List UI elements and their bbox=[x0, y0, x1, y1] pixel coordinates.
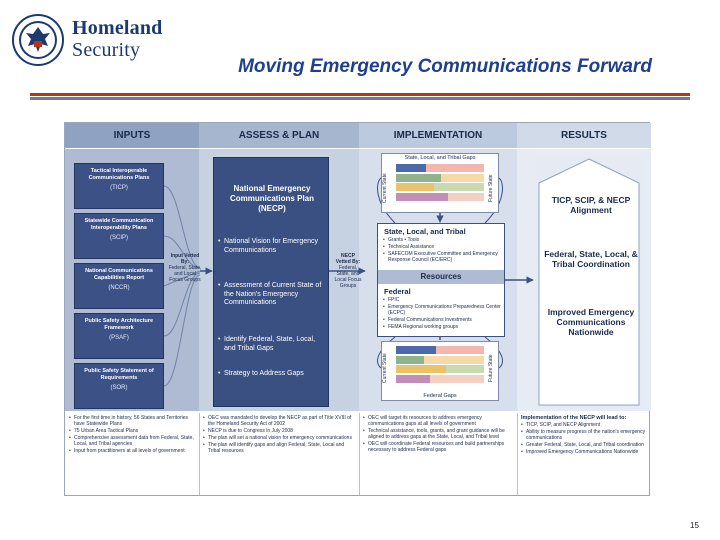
note-item: Greater Federal, State, Local, and Triba… bbox=[519, 442, 649, 448]
page-number: 15 bbox=[690, 521, 699, 530]
logo-line-security: Security bbox=[72, 39, 141, 61]
note-item: Ability to measure progress of the natio… bbox=[519, 429, 649, 441]
federal-resources-title: Federal bbox=[384, 287, 411, 296]
input-abbr: (TICP) bbox=[110, 185, 128, 191]
logo-line-homeland: Homeland bbox=[72, 17, 163, 39]
header-inputs: INPUTS bbox=[65, 123, 199, 149]
header-results: RESULTS bbox=[517, 123, 651, 149]
plan-item: Strategy to Address Gaps bbox=[218, 370, 324, 379]
future-state-label: Future State bbox=[488, 174, 494, 202]
note-item: Comprehensive assessment data from Feder… bbox=[67, 435, 199, 447]
input-name: Statewide Communication Interoperability… bbox=[84, 218, 154, 231]
plan-title: National Emergency Communications Plan (… bbox=[229, 184, 314, 213]
gaps-label: State, Local, and Tribal Gaps bbox=[404, 155, 476, 161]
note-item: Technical assistance, tools, grants, and… bbox=[361, 428, 515, 440]
state-resource-item: Technical Assistance bbox=[383, 244, 504, 250]
resources-band: Resources bbox=[378, 270, 504, 284]
assess-notes: OEC was mandated to develop the NECP as … bbox=[201, 415, 357, 495]
results-notes-title: Implementation of the NECP will lead to: bbox=[521, 415, 627, 421]
bottom-divider bbox=[517, 413, 518, 495]
note-item: The plan will set a national vision for … bbox=[201, 435, 357, 441]
future-state-label: Future State bbox=[488, 354, 494, 382]
input-sor: Public Safety Statement of Requirements … bbox=[74, 363, 164, 409]
result-coordination: Federal, State, Local, & Tribal Coordina… bbox=[544, 249, 638, 269]
note-item: OEC will coordinate Federal resources an… bbox=[361, 441, 515, 453]
note-item: For the first time in history, 56 States… bbox=[67, 415, 199, 427]
input-name: Tactical Interoperable Communications Pl… bbox=[88, 168, 150, 181]
gap-bars bbox=[396, 346, 484, 384]
note-item: Input from practitioners at all levels o… bbox=[67, 448, 199, 454]
necp-plan-box: National Emergency Communications Plan (… bbox=[213, 157, 329, 407]
input-psaf: Public Safety Architecture Framework (PS… bbox=[74, 313, 164, 359]
resources-box: State, Local, and Tribal Grants • Tools … bbox=[377, 223, 505, 337]
results-arrow: TICP, SCIP, & NECP Alignment Federal, St… bbox=[535, 157, 643, 407]
dhs-seal-icon bbox=[12, 14, 64, 66]
implementation-notes: OEC will target its resources to address… bbox=[361, 415, 515, 495]
state-local-tribal-gaps: State, Local, and Tribal Gaps Current St… bbox=[381, 153, 499, 213]
plan-item: Identify Federal, State, Local, and Trib… bbox=[218, 336, 324, 353]
plan-item: Assessment of Current State of the Natio… bbox=[218, 282, 324, 308]
current-state-label: Current State bbox=[382, 353, 388, 383]
result-improved-communications: Improved Emergency Communications Nation… bbox=[547, 307, 635, 337]
necp-diagram: INPUTS ASSESS & PLAN IMPLEMENTATION RESU… bbox=[64, 122, 651, 496]
input-scip: Statewide Communication Interoperability… bbox=[74, 213, 164, 259]
title-rule-red bbox=[30, 93, 690, 96]
slide-title: Moving Emergency Communications Forward bbox=[238, 56, 652, 77]
bottom-divider bbox=[199, 413, 200, 495]
input-abbr: (PSAF) bbox=[109, 335, 129, 341]
note-item: The plan will identify gaps and align Fe… bbox=[201, 442, 357, 454]
note-item: NECP is due to Congress in July 2008 bbox=[201, 428, 357, 434]
vetting-title: NECP Vetted By: bbox=[335, 253, 361, 265]
state-resource-item: Grants • Tools bbox=[383, 237, 504, 243]
input-vetting-note: Input Vetted By: Federal, State, and Loc… bbox=[168, 253, 202, 283]
state-resources-title: State, Local, and Tribal bbox=[384, 227, 466, 236]
input-abbr: (NCCR) bbox=[108, 285, 130, 291]
input-ticp: Tactical Interoperable Communications Pl… bbox=[74, 163, 164, 209]
input-name: Public Safety Statement of Requirements bbox=[84, 368, 154, 381]
result-alignment: TICP, SCIP, & NECP Alignment bbox=[551, 195, 631, 215]
plan-item: National Vision for Emergency Communicat… bbox=[218, 238, 324, 255]
gaps-label: Federal Gaps bbox=[423, 393, 457, 399]
vetting-title: Input Vetted By: bbox=[170, 253, 200, 265]
federal-resource-item: Emergency Communications Preparedness Ce… bbox=[383, 304, 504, 316]
current-state-label: Current State bbox=[382, 173, 388, 203]
federal-resource-item: FEMA Regional working groups bbox=[383, 324, 504, 330]
bottom-divider bbox=[359, 413, 360, 495]
federal-gaps: Current State Future State Federal Gaps bbox=[381, 341, 499, 401]
vetting-text: Federal, State, and Local Focus Groups bbox=[334, 265, 362, 289]
header-implementation: IMPLEMENTATION bbox=[359, 123, 517, 149]
diagram-connectors bbox=[163, 177, 534, 387]
input-name: Public Safety Architecture Framework bbox=[84, 318, 154, 331]
note-item: Improved Emergency Communications Nation… bbox=[519, 449, 649, 455]
gap-bars bbox=[396, 164, 484, 202]
input-name: National Communications Capabilities Rep… bbox=[85, 268, 153, 281]
header-assess-plan: ASSESS & PLAN bbox=[199, 123, 359, 149]
federal-resource-item: FPIC bbox=[383, 297, 504, 303]
input-abbr: (SOR) bbox=[110, 385, 128, 391]
dhs-logo: Homeland Security bbox=[12, 14, 177, 72]
inputs-notes: For the first time in history, 56 States… bbox=[67, 415, 199, 495]
results-arrow-shape bbox=[538, 158, 640, 406]
federal-resource-item: Federal Communications Investments bbox=[383, 317, 504, 323]
note-item: OEC will target its resources to address… bbox=[361, 415, 515, 427]
input-nccr: National Communications Capabilities Rep… bbox=[74, 263, 164, 309]
vetting-text: Federal, State, and Local Focus Groups bbox=[168, 265, 202, 283]
title-rule-gray bbox=[30, 97, 690, 100]
note-item: OEC was mandated to develop the NECP as … bbox=[201, 415, 357, 427]
state-resource-item: SAFECOM Executive Committee and Emergenc… bbox=[383, 251, 504, 263]
note-item: TICP, SCIP, and NECP Alignment bbox=[519, 422, 649, 428]
input-abbr: (SCIP) bbox=[110, 235, 128, 241]
note-item: 75 Urban Area Tactical Plans bbox=[67, 428, 199, 434]
results-notes: Implementation of the NECP will lead to:… bbox=[519, 415, 649, 495]
necp-vetting-note: NECP Vetted By: Federal, State, and Loca… bbox=[333, 253, 363, 289]
